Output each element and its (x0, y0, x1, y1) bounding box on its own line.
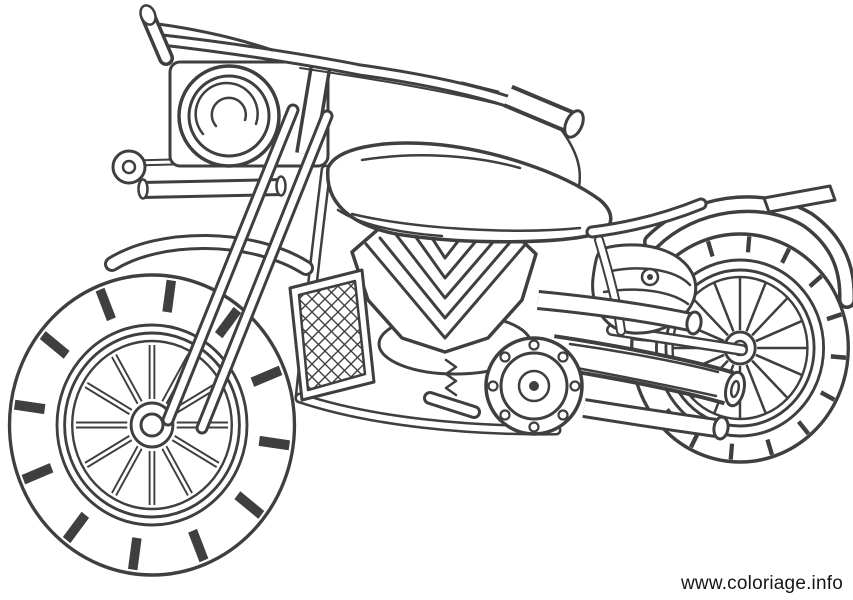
oil-cooler-panel (288, 268, 376, 402)
clutch-lever (156, 22, 274, 52)
fuel-tank (326, 141, 613, 244)
brake-lever (460, 81, 500, 94)
watermark-url: www.coloriage.info (680, 573, 843, 594)
seat (585, 197, 708, 239)
headlight (177, 64, 281, 168)
handlebars (139, 4, 585, 198)
brake-cable (299, 67, 515, 109)
front-end (104, 56, 334, 438)
clutch-cover (484, 336, 584, 436)
front-forks (139, 103, 334, 438)
exhaust-pipes (537, 290, 746, 441)
rear-fender (643, 184, 853, 309)
front-wheel (7, 273, 297, 577)
